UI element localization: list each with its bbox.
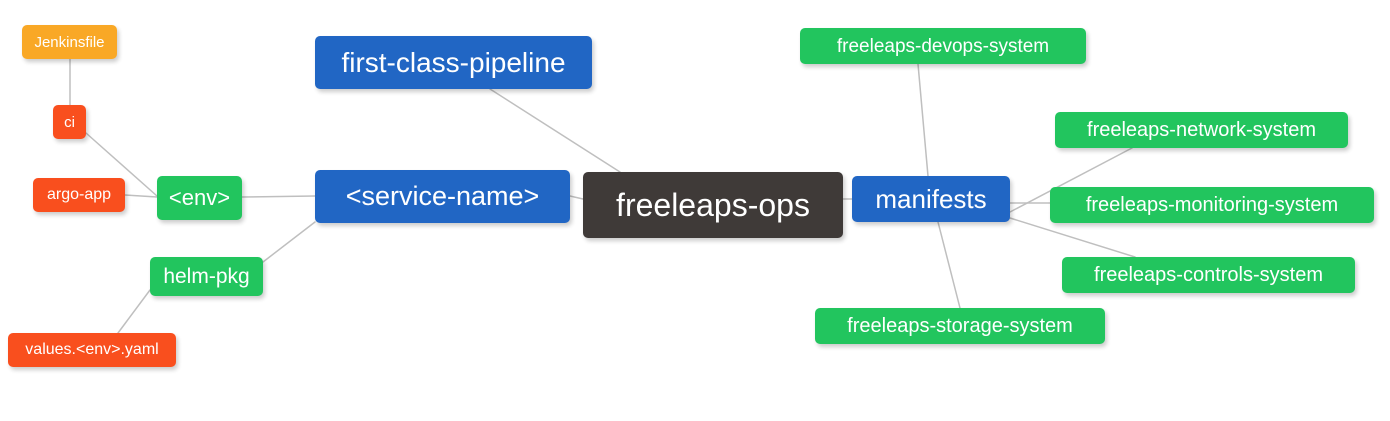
node-label-freeleaps-devops-system: freeleaps-devops-system xyxy=(836,35,1050,57)
mindmap-node-manifests[interactable]: manifests xyxy=(852,176,1010,222)
edge-service-name-to-helm-pkg xyxy=(262,221,316,263)
mindmap-node-freeleaps-ops[interactable]: freeleaps-ops xyxy=(583,172,843,238)
edge-manifests-to-freeleaps-controls-system xyxy=(1009,217,1136,258)
node-label-freeleaps-ops: freeleaps-ops xyxy=(616,187,810,223)
node-label-ci: ci xyxy=(64,113,75,131)
node-label-freeleaps-monitoring-system: freeleaps-monitoring-system xyxy=(1085,194,1339,216)
mindmap-node-env[interactable]: <env> xyxy=(157,176,242,220)
node-label-freeleaps-storage-system: freeleaps-storage-system xyxy=(847,315,1073,337)
node-label-env: <env> xyxy=(168,185,231,210)
edge-manifests-to-freeleaps-storage-system xyxy=(937,221,961,309)
node-label-service-name: <service-name> xyxy=(345,181,540,211)
edge-env-to-service-name xyxy=(241,195,316,198)
node-label-argo-app: argo-app xyxy=(46,186,112,203)
mindmap-node-freeleaps-monitoring-system[interactable]: freeleaps-monitoring-system xyxy=(1050,187,1374,223)
node-label-helm-pkg: helm-pkg xyxy=(163,265,250,288)
edge-helm-pkg-to-values-yaml xyxy=(117,289,151,334)
node-label-freeleaps-network-system: freeleaps-network-system xyxy=(1087,119,1316,141)
mindmap-node-service-name[interactable]: <service-name> xyxy=(315,170,570,223)
node-label-first-class-pipeline: first-class-pipeline xyxy=(341,46,566,78)
node-label-manifests: manifests xyxy=(875,184,987,214)
mindmap-node-helm-pkg[interactable]: helm-pkg xyxy=(150,257,263,296)
mindmap-node-freeleaps-storage-system[interactable]: freeleaps-storage-system xyxy=(815,308,1105,344)
mindmap-node-freeleaps-devops-system[interactable]: freeleaps-devops-system xyxy=(800,28,1086,64)
node-label-jenkinsfile: Jenkinsfile xyxy=(34,33,105,51)
mindmap-node-freeleaps-network-system[interactable]: freeleaps-network-system xyxy=(1055,112,1348,148)
edge-service-name-to-freeleaps-ops xyxy=(569,195,584,200)
mindmap-node-jenkinsfile[interactable]: Jenkinsfile xyxy=(22,25,117,59)
edge-argo-app-to-env xyxy=(124,194,158,198)
mindmap-node-argo-app[interactable]: argo-app xyxy=(33,178,125,212)
mindmap-node-ci[interactable]: ci xyxy=(53,105,86,139)
node-label-freeleaps-controls-system: freeleaps-controls-system xyxy=(1094,264,1323,286)
node-label-values-yaml: values.<env>.yaml xyxy=(25,341,159,358)
edge-first-class-pipeline-to-freeleaps-ops xyxy=(489,88,621,173)
mindmap-node-freeleaps-controls-system[interactable]: freeleaps-controls-system xyxy=(1062,257,1355,293)
mindmap-node-first-class-pipeline[interactable]: first-class-pipeline xyxy=(315,36,592,89)
edge-manifests-to-freeleaps-devops-system xyxy=(917,63,929,177)
mindmap-node-values-yaml[interactable]: values.<env>.yaml xyxy=(8,333,176,367)
